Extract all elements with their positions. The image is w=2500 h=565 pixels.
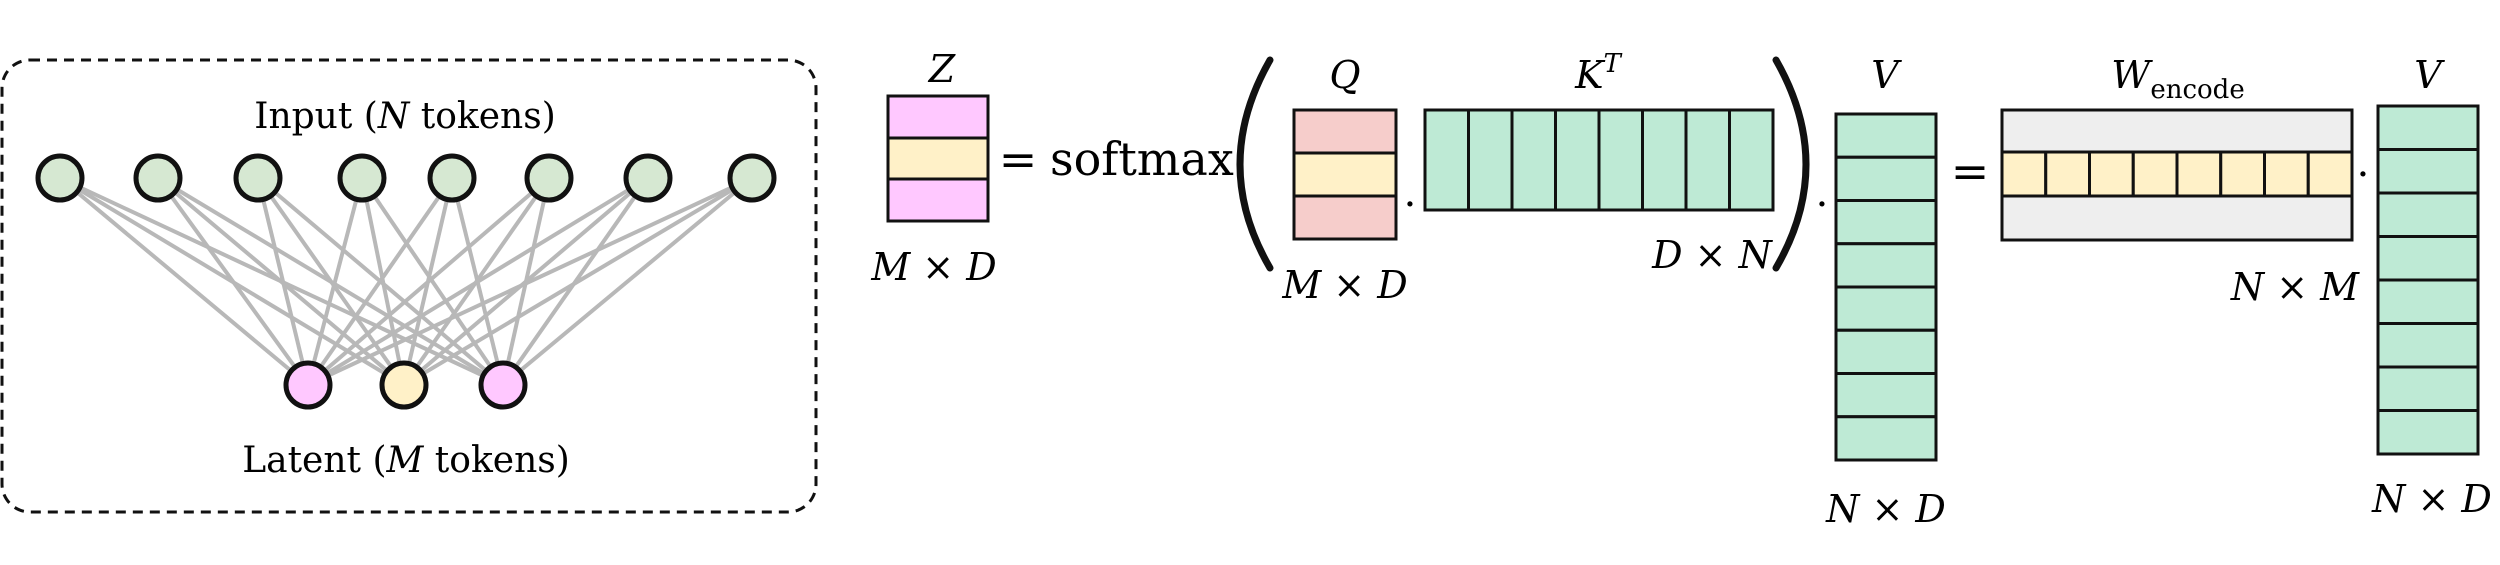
attention-edge <box>306 176 650 387</box>
v-left-matrix-dims: N × D <box>1825 487 1946 531</box>
v-right-matrix-row <box>2376 278 2480 325</box>
input-token-node <box>133 153 183 203</box>
dot-1: · <box>1404 182 1417 228</box>
latent-token-node <box>379 360 429 410</box>
attention-edge <box>360 176 505 387</box>
attention-edge <box>306 176 454 387</box>
input-token-nodes <box>35 153 777 203</box>
q-matrix-row <box>1292 108 1398 155</box>
w-encode-matrix-column <box>2088 150 2135 198</box>
w-encode-matrix-column <box>2175 150 2223 198</box>
v-right-matrix-row <box>2376 365 2480 412</box>
attention-edge <box>306 177 364 386</box>
w-encode-matrix-column <box>2000 150 2048 198</box>
left-parenthesis <box>1236 56 1274 272</box>
kt-matrix-column <box>1728 108 1775 212</box>
q-matrix <box>1292 108 1398 241</box>
z-matrix-row <box>886 177 990 223</box>
attention-edge <box>306 176 551 387</box>
input-token-node <box>427 153 477 203</box>
kt-matrix-column <box>1597 108 1644 212</box>
v-left-matrix-row <box>1834 415 1938 462</box>
kt-matrix-name: KT <box>1574 49 1622 97</box>
q-matrix-row <box>1292 151 1398 198</box>
q-matrix-dims: M × D <box>1281 263 1407 307</box>
v-left-matrix-row <box>1834 372 1938 419</box>
attention-edge <box>156 176 310 387</box>
equals-sign-2: = <box>1951 144 1990 198</box>
v-right-matrix-name: V <box>2414 53 2445 97</box>
v-left-matrix <box>1834 112 1938 462</box>
w-encode-matrix-column <box>2131 150 2179 198</box>
z-matrix-dims: M × D <box>870 245 996 289</box>
v-right-matrix-dims: N × D <box>2371 477 2492 521</box>
v-left-matrix-row <box>1834 285 1938 332</box>
kt-matrix <box>1423 108 1775 212</box>
input-token-node <box>233 153 283 203</box>
attention-edge <box>256 177 310 386</box>
input-token-node <box>337 153 387 203</box>
attention-edges <box>58 176 754 387</box>
z-matrix-name: Z <box>928 47 956 91</box>
attention-edge <box>501 176 754 387</box>
v-left-matrix-row <box>1834 242 1938 289</box>
dot-3: · <box>2357 152 2370 198</box>
softmax-label: softmax <box>1050 132 1234 186</box>
v-right-matrix-row <box>2376 235 2480 282</box>
kt-matrix-dims: D × N <box>1651 233 1773 277</box>
graph-panel-border <box>0 58 818 514</box>
kt-matrix-column <box>1684 108 1731 212</box>
q-matrix-row <box>1292 194 1398 241</box>
v-right-matrix <box>2376 104 2480 456</box>
input-token-node <box>623 153 673 203</box>
input-token-node <box>727 153 777 203</box>
attention-edge <box>307 176 753 387</box>
w-encode-matrix <box>2000 108 2354 242</box>
v-right-matrix-row <box>2376 409 2480 456</box>
v-right-matrix-row <box>2376 191 2480 238</box>
v-right-matrix-row <box>2376 322 2480 369</box>
v-left-matrix-row <box>1834 328 1938 375</box>
w-encode-matrix-dims: N × M <box>2230 265 2360 309</box>
v-left-matrix-name: V <box>1871 53 1902 97</box>
v-right-matrix-row <box>2376 104 2480 151</box>
attention-edge <box>402 176 754 387</box>
w-encode-matrix-column <box>2263 150 2310 198</box>
latent-token-node <box>283 360 333 410</box>
z-matrix-row <box>886 94 990 140</box>
z-matrix <box>886 94 990 223</box>
v-left-matrix-row <box>1834 155 1938 202</box>
attention-edge <box>360 177 406 386</box>
right-parenthesis <box>1772 56 1810 272</box>
v-right-matrix-row <box>2376 148 2480 195</box>
latent-token-nodes <box>283 360 528 410</box>
w-encode-matrix-column <box>2219 150 2266 198</box>
kt-matrix-column <box>1510 108 1557 212</box>
v-left-matrix-row <box>1834 112 1938 159</box>
kt-matrix-column <box>1467 108 1514 212</box>
kt-matrix-column <box>1423 108 1470 212</box>
v-left-matrix-row <box>1834 199 1938 246</box>
latent-token-node <box>478 360 528 410</box>
dot-2: · <box>1816 182 1829 228</box>
latent-label: Latent (M tokens) <box>242 440 570 481</box>
input-token-node <box>35 153 85 203</box>
z-matrix-row <box>886 136 990 181</box>
input-token-node <box>524 153 574 203</box>
kt-matrix-column <box>1641 108 1688 212</box>
w-encode-matrix-column <box>2306 150 2354 198</box>
input-label: Input (N tokens) <box>254 96 556 137</box>
w-encode-matrix-column <box>2044 150 2091 198</box>
attention-edge <box>58 176 310 387</box>
kt-matrix-column <box>1554 108 1601 212</box>
q-matrix-name: Q <box>1329 53 1360 97</box>
w-encode-matrix-name: Wencode <box>2111 53 2244 105</box>
equals-sign-1: = <box>999 132 1038 186</box>
